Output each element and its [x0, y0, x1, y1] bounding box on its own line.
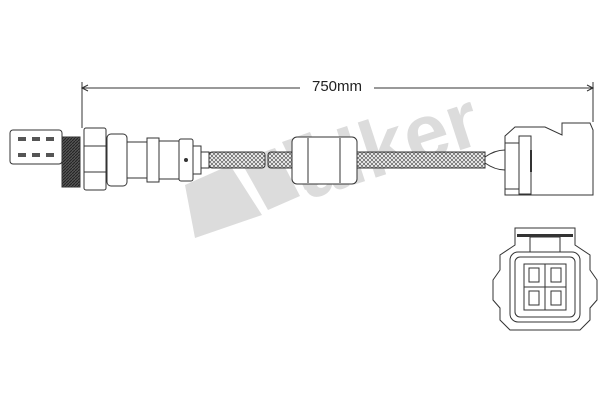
braided-cable-1	[208, 151, 266, 169]
sensor-tip	[9, 127, 210, 191]
length-dimension-label: 750mm	[300, 77, 374, 97]
braided-cable-3	[356, 151, 486, 169]
connector-side-view	[504, 122, 594, 196]
wires	[484, 149, 506, 171]
connector-face-view	[492, 227, 598, 331]
cable-sleeve	[291, 136, 358, 185]
